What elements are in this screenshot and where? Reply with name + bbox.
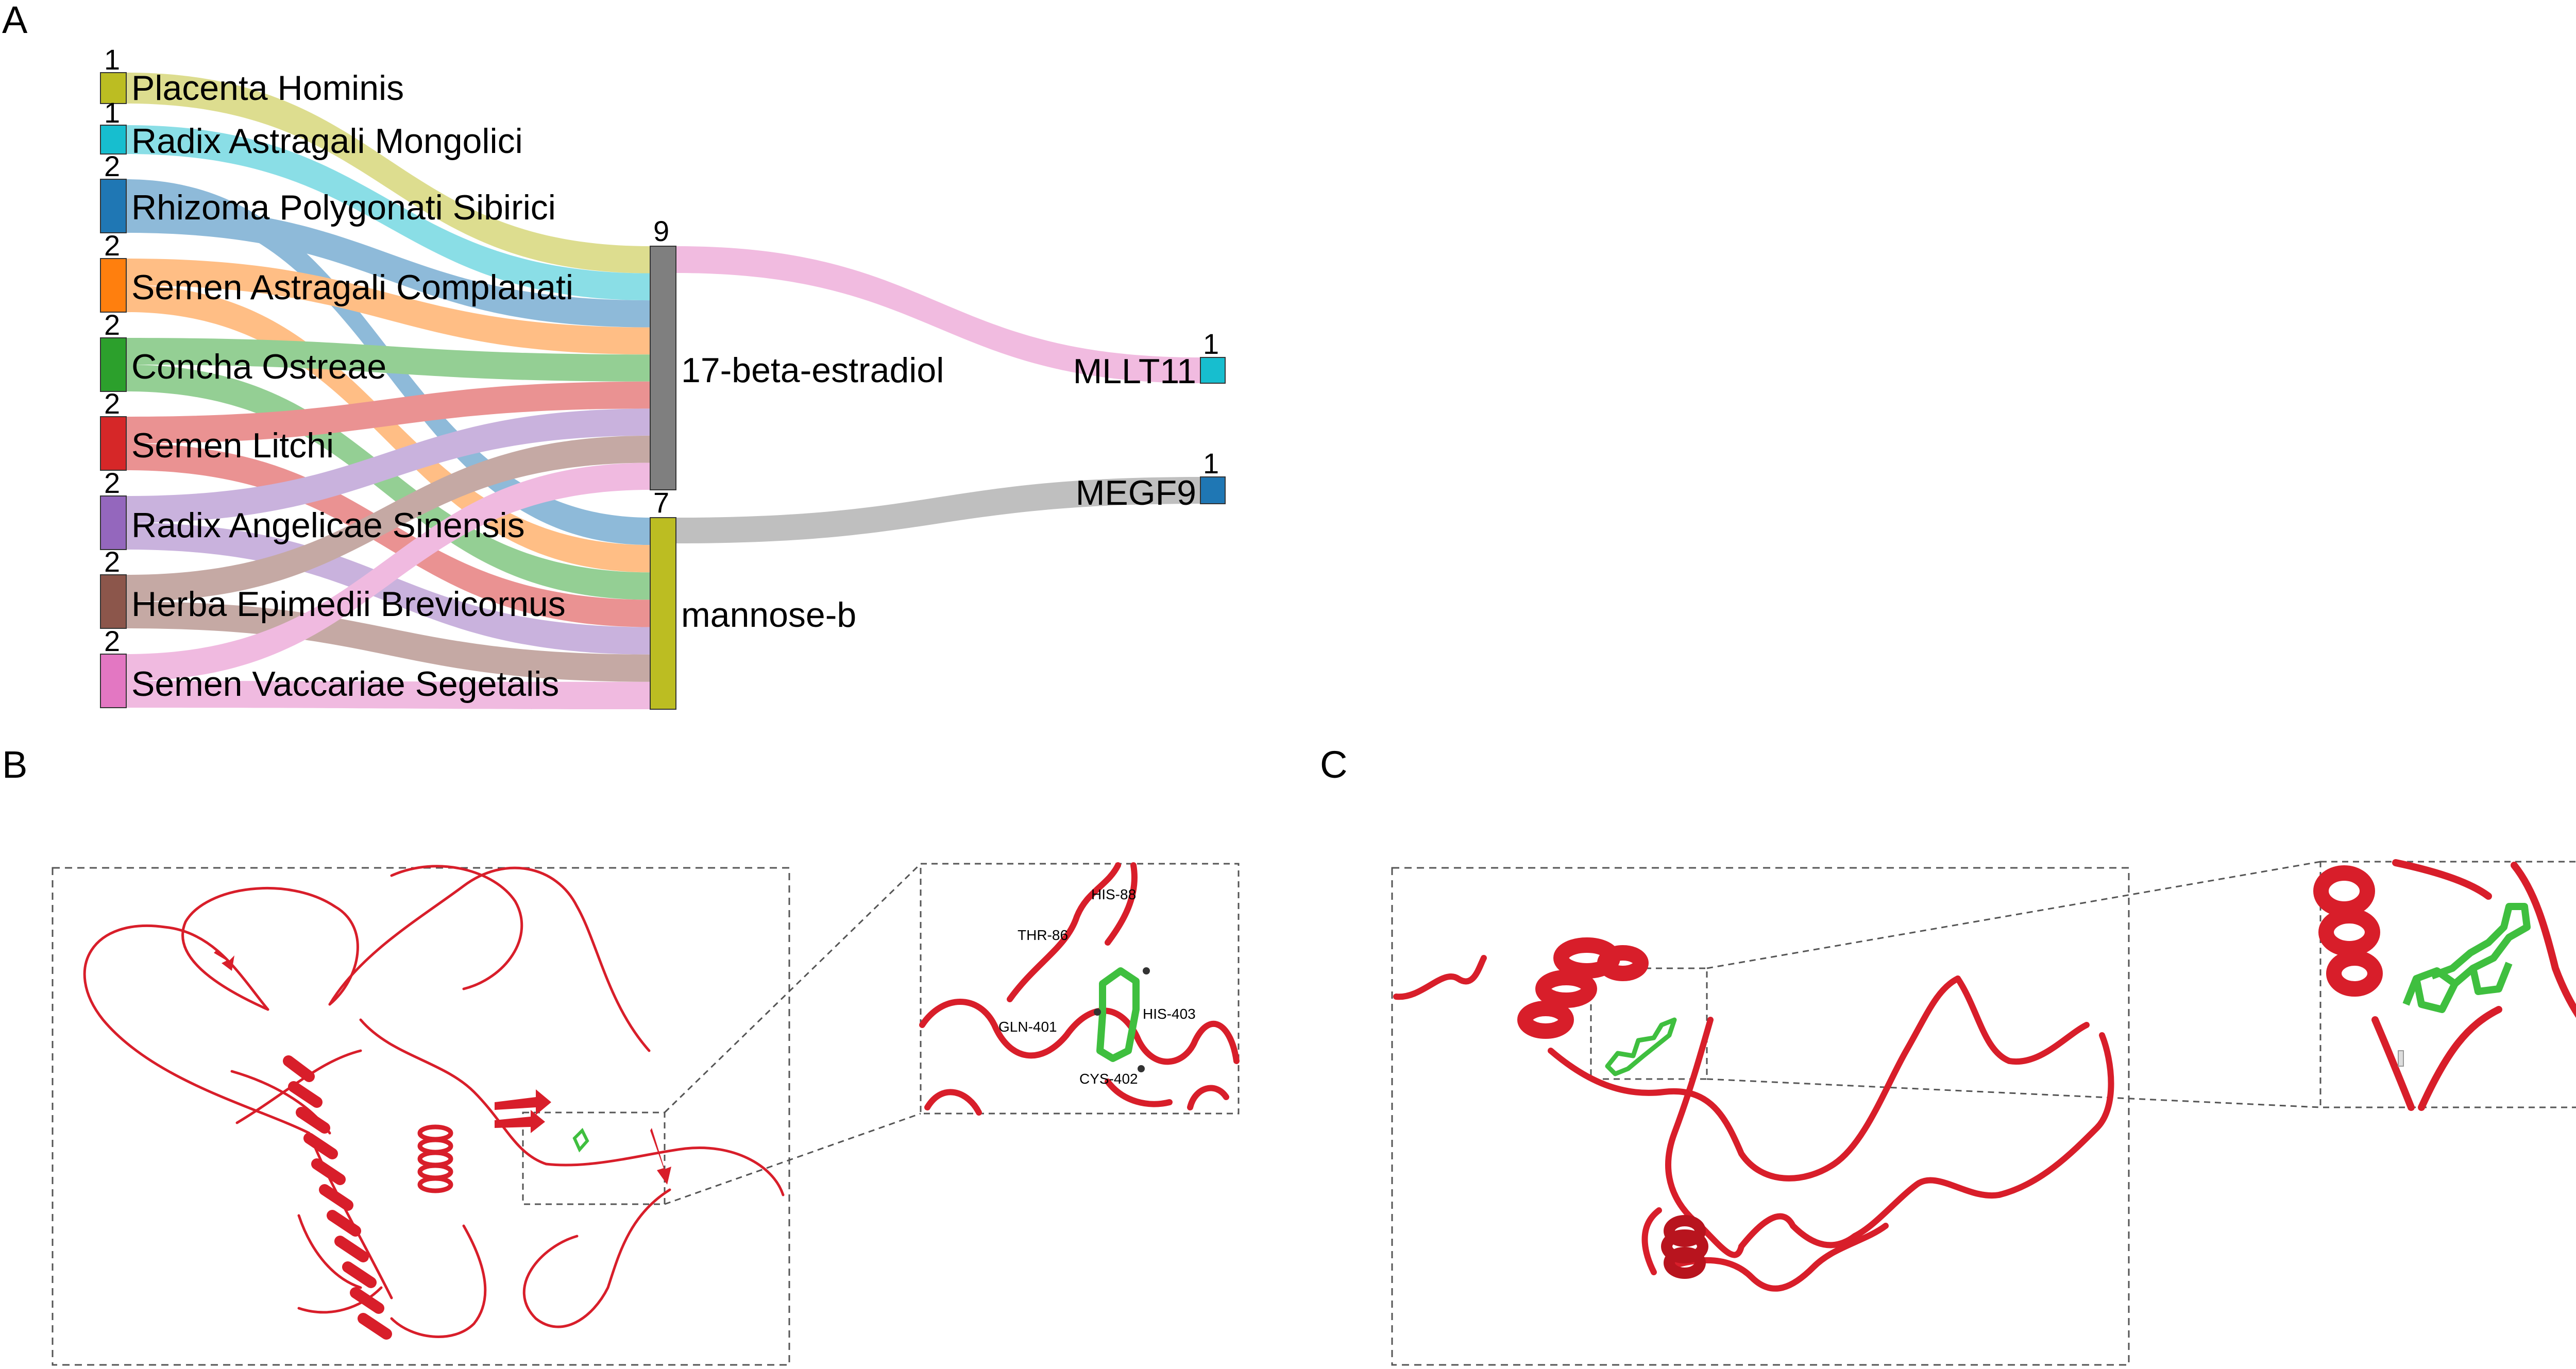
sankey-link <box>126 602 650 682</box>
compound-count: 7 <box>653 486 669 519</box>
zoom-source-box <box>522 1111 666 1205</box>
protein-backbone <box>1393 955 2114 1292</box>
herb-count: 2 <box>104 625 120 657</box>
sankey-link <box>126 259 650 355</box>
residue-label: HIS-403 <box>1143 1006 1196 1022</box>
protein-backbone <box>83 865 785 1338</box>
panel-letter-a: A <box>2 0 28 41</box>
zoom-line <box>1706 1078 2321 1108</box>
sankey-link <box>126 73 650 273</box>
herb-node <box>100 337 127 392</box>
target-node <box>1200 357 1226 384</box>
herb-count: 1 <box>104 96 120 129</box>
zoom-line <box>1706 861 2321 969</box>
residue-label: GLN-401 <box>998 1019 1057 1035</box>
herb-counts: 1 1 2 2 2 2 2 2 2 <box>104 43 120 657</box>
herb-label: Rhizoma Polygonati Sibirici <box>131 188 556 227</box>
herb-node <box>100 72 127 104</box>
protein-strands <box>214 950 671 1185</box>
target-label: MLLT11 <box>1073 352 1196 391</box>
herb-label: Concha Ostreae <box>131 347 386 386</box>
sankey-link <box>126 285 650 573</box>
target-label: MEGF9 <box>1076 473 1196 512</box>
residue-label: THR-86 <box>1018 927 1068 943</box>
zoom-inset-box <box>2319 861 2576 1108</box>
herb-count: 2 <box>104 387 120 420</box>
sankey-link <box>126 681 650 709</box>
herb-node <box>100 258 127 313</box>
sankey-link <box>676 477 1200 543</box>
binding-site-inset: HIS-88 THR-86 GLN-401 HIS-403 CYS-402 <box>919 862 1240 1116</box>
panel-letter-c: C <box>1320 743 1347 786</box>
sankey-link <box>126 435 650 602</box>
binding-site-inset <box>2313 859 2576 1111</box>
protein-structure-panel-c <box>1391 859 2576 1366</box>
compound-count: 9 <box>653 215 669 247</box>
structure-box <box>1391 867 2130 1366</box>
protein-helix <box>1517 937 1649 1039</box>
herb-count: 2 <box>104 309 120 341</box>
herb-label: Semen Vaccariae Segetalis <box>131 664 559 704</box>
herb-label: Herba Epimedii Brevicornus <box>131 585 566 624</box>
ligand-small <box>1605 1017 1677 1076</box>
protein-structure-panel-b: HIS-88 THR-86 GLN-401 HIS-403 CYS-402 <box>52 862 1240 1366</box>
herb-node <box>100 416 127 471</box>
sankey-link <box>676 246 1200 383</box>
protein-coil-helix <box>417 1124 453 1193</box>
zoom-inset-box <box>920 863 1240 1115</box>
protein-helix <box>283 1055 392 1340</box>
target-count: 1 <box>1203 447 1219 480</box>
herb-node <box>100 179 127 233</box>
herb-count: 2 <box>104 545 120 578</box>
sankey-link <box>126 408 650 523</box>
herb-node <box>100 574 127 629</box>
compound-node <box>650 517 676 710</box>
herb-label: Semen Astragali Complanati <box>131 268 573 307</box>
sankey-link <box>126 365 650 600</box>
sankey-link <box>126 463 650 681</box>
sankey-diagram: Placenta Hominis Radix Astragali Mongoli… <box>100 43 1226 710</box>
compound-label: 17-beta-estradiol <box>681 351 944 390</box>
ligand-small <box>572 1127 589 1153</box>
herb-label: Placenta Hominis <box>131 69 404 108</box>
residue-label: CYS-402 <box>1079 1071 1138 1087</box>
zoom-line <box>664 863 922 1114</box>
herb-label: Radix Angelicae Sinensis <box>131 506 525 545</box>
structure-box <box>52 867 790 1366</box>
sankey-link <box>126 125 650 301</box>
herb-count: 2 <box>104 229 120 262</box>
sankey-link <box>126 381 650 443</box>
target-node <box>1200 476 1226 504</box>
panel-letter-b: B <box>2 743 27 786</box>
zoom-source-box <box>1590 967 1708 1080</box>
herb-node <box>100 125 127 155</box>
sankey-link <box>126 443 650 627</box>
herb-count: 2 <box>104 150 120 182</box>
sankey-link <box>126 338 650 382</box>
sankey-link <box>126 206 650 328</box>
target-count: 1 <box>1203 328 1219 360</box>
protein-helix-bottom <box>1661 1215 1708 1279</box>
sankey-link <box>126 523 650 655</box>
compound-node <box>650 246 676 490</box>
herb-node <box>100 495 127 550</box>
residue-label: HIS-88 <box>1091 886 1136 902</box>
herb-label: Radix Astragali Mongolici <box>131 122 523 161</box>
herb-label: Semen Litchi <box>131 426 334 465</box>
sankey-nodes <box>100 72 1226 710</box>
herb-count: 1 <box>104 43 120 76</box>
herb-labels: Placenta Hominis Radix Astragali Mongoli… <box>131 69 573 704</box>
compound-label: mannose-b <box>681 595 856 635</box>
zoom-line <box>664 1113 921 1205</box>
sankey-links <box>126 73 1200 709</box>
herb-node <box>100 654 127 708</box>
herb-count: 2 <box>104 467 120 499</box>
